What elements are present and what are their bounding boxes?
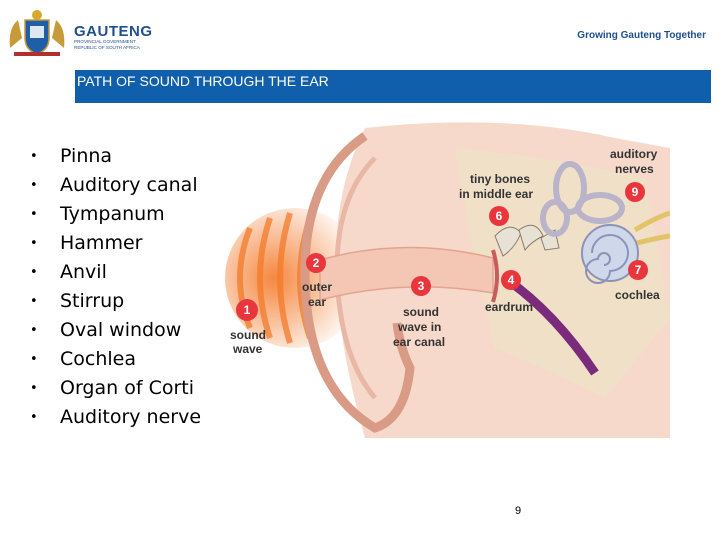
list-item: • Tympanum	[30, 200, 201, 229]
list-item-text: Hammer	[60, 232, 143, 254]
svg-text:2: 2	[313, 256, 320, 270]
brand: GAUTENG PROVINCIAL GOVERNMENT REPUBLIC O…	[74, 24, 153, 50]
pinna-outline	[300, 132, 415, 433]
ear-canal	[319, 246, 494, 301]
svg-text:1: 1	[244, 303, 251, 317]
page-number: 9	[515, 505, 522, 517]
list-item-text: Tympanum	[60, 203, 165, 225]
svg-text:9: 9	[632, 185, 639, 199]
bullet-icon: •	[30, 294, 38, 309]
list-item: • Cochlea	[30, 345, 201, 374]
sound-wave-glow	[225, 208, 365, 348]
label-canal-2: wave in	[397, 320, 441, 334]
list-item-text: Pinna	[60, 145, 113, 167]
label-sound-wave-2: wave	[232, 342, 263, 356]
bullet-icon: •	[30, 207, 38, 222]
label-eardrum: eardrum	[485, 300, 533, 314]
label-tiny-bones: tiny bones	[470, 172, 530, 186]
list-item-text: Cochlea	[60, 348, 136, 370]
list-item-text: Auditory nerve	[60, 406, 202, 428]
list-item-text: Stirrup	[60, 290, 125, 312]
list-item-text: Organ of Corti	[60, 377, 195, 399]
list-item: • Auditory nerve	[30, 403, 201, 432]
svg-text:7: 7	[635, 263, 642, 277]
label-cochlea: cochlea	[615, 288, 660, 302]
marker-2: 2	[306, 253, 326, 273]
list-item: • Auditory canal	[30, 171, 201, 200]
brand-subtitle: PROVINCIAL GOVERNMENT	[74, 39, 136, 44]
marker-6: 6	[489, 206, 509, 226]
tagline: Growing Gauteng Together	[577, 30, 706, 41]
svg-text:3: 3	[418, 279, 425, 293]
bullet-icon: •	[30, 323, 38, 338]
list-item-text: Oval window	[60, 319, 182, 341]
list-item: • Oval window	[30, 316, 201, 345]
list-item: • Hammer	[30, 229, 201, 258]
label-tiny-bones-2: in middle ear	[459, 187, 533, 201]
list-item-text: Auditory canal	[60, 174, 198, 196]
marker-7: 7	[628, 260, 648, 280]
title-bar: PATH OF SOUND THROUGH THE EAR	[75, 70, 711, 103]
semicircular-canals	[540, 161, 625, 237]
brand-name: GAUTENG	[74, 23, 153, 40]
header: GAUTENG PROVINCIAL GOVERNMENT REPUBLIC O…	[0, 0, 720, 64]
marker-4: 4	[501, 270, 521, 290]
bullet-icon: •	[30, 178, 38, 193]
temporal-bone	[455, 148, 670, 398]
label-canal-1: sound	[403, 305, 439, 319]
marker-group: 1 2 3 4 6 7 9	[236, 182, 648, 321]
marker-9: 9	[625, 182, 645, 202]
ear-diagram: 1 2 3 4 6 7 9 sound wave outer ear tiny …	[225, 122, 670, 438]
bullet-icon: •	[30, 236, 38, 251]
label-sound-wave: sound	[230, 328, 266, 342]
label-canal-3: ear canal	[393, 335, 445, 349]
svg-text:4: 4	[508, 273, 515, 287]
bullet-icon: •	[30, 410, 38, 425]
bullet-icon: •	[30, 381, 38, 396]
marker-3: 3	[411, 276, 431, 296]
auditory-nerve	[633, 210, 670, 246]
list-item-text: Anvil	[60, 261, 107, 283]
label-auditory-nerves-2: nerves	[615, 162, 654, 176]
bullet-list: • Pinna • Auditory canal • Tympanum • Hammer…	[30, 142, 201, 432]
coat-of-arms-icon	[9, 10, 65, 56]
cochlea-spiral	[581, 224, 639, 284]
diagram-labels: sound wave outer ear tiny bones in middl…	[230, 147, 660, 356]
svg-text:6: 6	[496, 209, 503, 223]
eardrum-membrane	[491, 249, 499, 303]
list-item: • Anvil	[30, 258, 201, 287]
bullet-icon: •	[30, 265, 38, 280]
bullet-icon: •	[30, 149, 38, 164]
label-outer-ear-2: ear	[308, 295, 326, 309]
brand-country: REPUBLIC OF SOUTH AFRICA	[74, 44, 140, 50]
label-outer-ear: outer	[302, 280, 332, 294]
list-item: • Organ of Corti	[30, 374, 201, 403]
list-item: • Pinna	[30, 142, 201, 171]
bullet-icon: •	[30, 352, 38, 367]
label-auditory-nerves: auditory	[610, 147, 658, 161]
marker-1: 1	[236, 299, 258, 321]
slide-title: PATH OF SOUND THROUGH THE EAR	[77, 73, 329, 89]
list-item: • Stirrup	[30, 287, 201, 316]
